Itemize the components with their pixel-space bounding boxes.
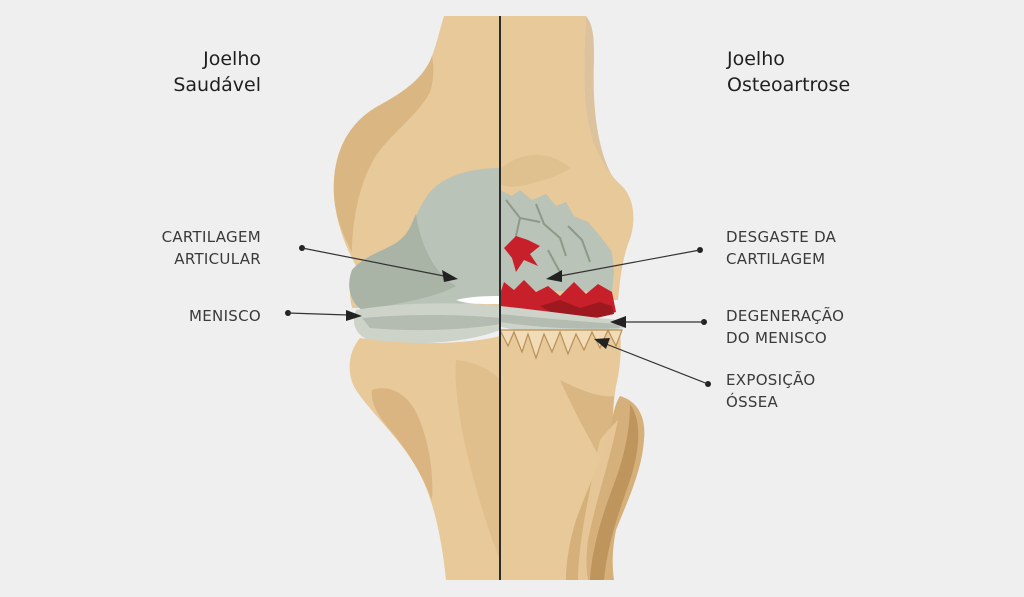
exposed-bone-edge: [499, 328, 623, 360]
healthy-knee-title-line2: Saudável: [173, 74, 261, 96]
label-bone-exposure-line1: EXPOSIÇÃO: [726, 371, 816, 389]
label-bone-exposure-line2: ÓSSEA: [726, 393, 779, 411]
healthy-knee: [333, 16, 500, 580]
healthy-knee-title: Joelho Saudável: [173, 46, 261, 98]
wear-pointer: [546, 247, 703, 282]
fibula-right-shade: [590, 404, 639, 580]
label-cartilage-wear: DESGASTE DA CARTILAGEM: [726, 226, 836, 270]
femur-right-shade: [584, 16, 612, 176]
fibula-right-highlight: [578, 420, 618, 580]
label-meniscus-line1: MENISCO: [189, 307, 261, 325]
leader-lines: [285, 245, 711, 387]
label-bone-exposure: EXPOSIÇÃO ÓSSEA: [726, 369, 816, 413]
degeneration-pointer: [610, 316, 707, 328]
label-articular-cartilage-line2: ARTICULAR: [174, 250, 261, 268]
joint-gap-left: [456, 296, 500, 305]
osteoarthritis-knee: [499, 16, 645, 580]
label-meniscus-degeneration: DEGENERAÇÃO DO MENISCO: [726, 305, 844, 349]
osteoarthritis-knee-title-line2: Osteoartrose: [727, 74, 851, 96]
healthy-knee-title-line1: Joelho: [203, 48, 261, 70]
osteoarthritis-knee-title: Joelho Osteoartrose: [727, 46, 850, 98]
label-articular-cartilage: CARTILAGEM ARTICULAR: [162, 226, 261, 270]
tibia-left-shade: [371, 388, 433, 500]
cartilage-left-shade: [349, 214, 456, 310]
label-cartilage-wear-line2: CARTILAGEM: [726, 250, 826, 268]
label-meniscus-degeneration-line2: DO MENISCO: [726, 329, 827, 347]
cartilage-right: [500, 190, 614, 292]
label-articular-cartilage-line1: CARTILAGEM: [161, 228, 261, 246]
cartilage-pointer: [299, 245, 458, 282]
meniscus-pointer: [285, 310, 362, 321]
tibia-left-inner-shade: [455, 360, 500, 560]
femur-right-inner-shade: [500, 154, 570, 187]
meniscus-left-shade: [362, 315, 500, 331]
exposure-pointer: [594, 338, 711, 387]
label-cartilage-wear-line1: DESGASTE DA: [726, 228, 837, 246]
label-meniscus-degeneration-line1: DEGENERAÇÃO: [726, 307, 845, 325]
femur-left-shade: [333, 56, 434, 252]
label-meniscus: MENISCO: [189, 305, 261, 327]
osteoarthritis-knee-title-line1: Joelho: [727, 48, 785, 70]
meniscus-right-shade: [500, 314, 620, 329]
